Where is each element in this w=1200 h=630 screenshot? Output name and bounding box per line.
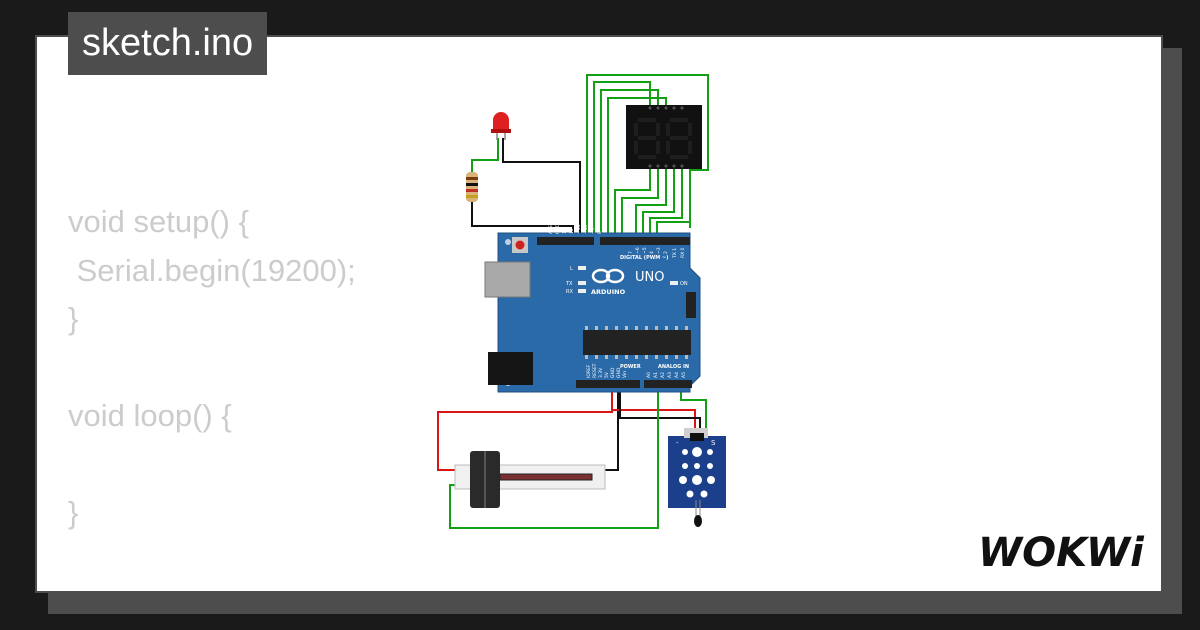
- code-preview: void setup() { Serial.begin(19200); } vo…: [68, 198, 356, 538]
- pin-label: 7: [628, 251, 634, 254]
- logo-text: WOKWi: [978, 530, 1145, 574]
- pin-label: ~11: [576, 224, 582, 234]
- board-name: UNO: [635, 270, 664, 285]
- wire: [502, 138, 581, 238]
- led-rx-label: RX: [566, 289, 573, 295]
- pin-label: A4: [674, 372, 680, 378]
- wire: [635, 168, 667, 238]
- pin-label: A3: [667, 372, 673, 378]
- led-l-label: L: [570, 266, 573, 272]
- pin-label: 5V: [604, 371, 610, 378]
- pin-label: 2: [663, 251, 669, 254]
- led-l-indicator: [578, 266, 586, 270]
- wire: [471, 138, 499, 172]
- slide-potentiometer-icon[interactable]: [454, 451, 606, 508]
- pin-label: RESET: [592, 363, 598, 378]
- wire: [649, 168, 683, 238]
- led-tx-label: TX: [565, 281, 573, 287]
- pin-label: GND: [610, 367, 616, 378]
- code-line: }: [68, 301, 79, 336]
- red-led-icon[interactable]: [491, 112, 511, 140]
- pin-label: ~9: [590, 227, 596, 234]
- led-rx-indicator: [578, 289, 586, 293]
- wire: [642, 168, 675, 238]
- code-line: void loop() {: [68, 398, 232, 433]
- pin-label: A5: [681, 372, 687, 378]
- wire: [619, 390, 701, 428]
- pin-label: ~10: [583, 224, 589, 234]
- wire: [600, 390, 619, 471]
- wire: [656, 168, 691, 238]
- pin-label: IOREF: [586, 364, 592, 378]
- pin-label: TX 1: [672, 248, 678, 259]
- pin-label: 13: [562, 228, 568, 234]
- wire: [621, 168, 659, 238]
- wire: [471, 202, 574, 238]
- pin-label: 8: [597, 231, 603, 234]
- pin-label: 3.3V: [598, 367, 604, 378]
- arduino-uno-board[interactable]: UNO ARDUINO DIGITAL (PWM ~) POWER ANALOG…: [484, 222, 701, 393]
- power-jack-icon: [488, 352, 533, 385]
- led-on-label: ON: [680, 281, 688, 287]
- thermistor-icon: [694, 515, 702, 527]
- code-line: }: [68, 495, 79, 530]
- temperature-sensor-module[interactable]: - S: [668, 428, 726, 527]
- pin-label: AREF: [548, 222, 554, 234]
- pin-label: GND: [555, 223, 561, 234]
- wire: [593, 81, 651, 238]
- usb-port-icon: [484, 261, 531, 298]
- wire: [614, 168, 651, 238]
- wokwi-logo: WOKWi: [978, 530, 1145, 574]
- sensor-signal-label: S: [711, 439, 716, 447]
- resistor-icon[interactable]: [466, 172, 478, 202]
- led-tx-indicator: [578, 281, 586, 285]
- code-line: void setup() {: [68, 204, 249, 239]
- led-on-indicator: [670, 281, 678, 285]
- pin-label: A0: [646, 372, 652, 378]
- arduino-infinity-icon: [591, 268, 625, 284]
- analog-label: ANALOG IN: [658, 364, 689, 370]
- pin-label: 4: [649, 251, 655, 254]
- pin-label: ~6: [635, 247, 641, 254]
- pin-label: ~3: [656, 247, 662, 254]
- pin-label: ~5: [642, 247, 648, 254]
- wire: [437, 390, 613, 471]
- pin-label: A2: [660, 372, 666, 378]
- wire: [680, 390, 707, 428]
- seven-segment-display-icon[interactable]: [626, 105, 702, 169]
- pin-label: Vin: [622, 371, 628, 378]
- board-brand: ARDUINO: [591, 288, 626, 296]
- wires: [437, 74, 709, 529]
- pin-label: RX 0: [680, 247, 686, 258]
- pin-label: A1: [653, 372, 659, 378]
- pin-label: 12: [569, 228, 575, 234]
- microcontroller-chip: [583, 330, 691, 355]
- pin-label: GND: [616, 367, 622, 378]
- wire: [611, 402, 696, 428]
- sketch-title[interactable]: sketch.ino: [68, 12, 268, 75]
- wire: [607, 97, 667, 238]
- code-line: Serial.begin(19200);: [68, 252, 356, 288]
- power-label: POWER: [620, 364, 641, 370]
- sensor-minus-label: -: [676, 439, 679, 447]
- digital-label: DIGITAL (PWM ~): [620, 255, 668, 261]
